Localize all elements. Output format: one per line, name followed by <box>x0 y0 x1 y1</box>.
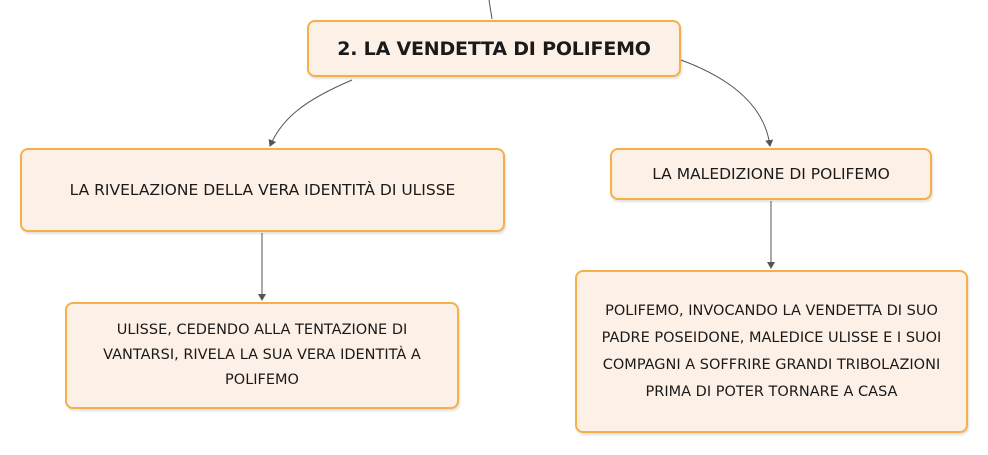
subtopic-node-identity[interactable]: LA RIVELAZIONE DELLA VERA IDENTITÀ DI UL… <box>20 148 505 232</box>
detail-node-identity[interactable]: ULISSE, CEDENDO ALLA TENTAZIONE DI VANTA… <box>65 302 459 409</box>
detail-node-curse[interactable]: POLIFEMO, INVOCANDO LA VENDETTA DI SUO P… <box>575 270 968 433</box>
subtopic-label-curse: LA MALEDIZIONE DI POLIFEMO <box>652 165 890 183</box>
root-topic-node[interactable]: 2. LA VENDETTA DI POLIFEMO <box>307 20 681 77</box>
detail-text-identity: ULISSE, CEDENDO ALLA TENTAZIONE DI VANTA… <box>103 322 421 388</box>
connector-root-to-right-branch <box>680 59 774 147</box>
root-topic-label: 2. LA VENDETTA DI POLIFEMO <box>337 37 651 60</box>
subtopic-node-curse[interactable]: LA MALEDIZIONE DI POLIFEMO <box>610 148 932 200</box>
connector-root-to-left-branch <box>268 79 353 147</box>
connector-from-parent <box>488 0 493 20</box>
detail-text-curse: POLIFEMO, INVOCANDO LA VENDETTA DI SUO P… <box>601 302 942 400</box>
subtopic-label-identity: LA RIVELAZIONE DELLA VERA IDENTITÀ DI UL… <box>69 181 456 199</box>
